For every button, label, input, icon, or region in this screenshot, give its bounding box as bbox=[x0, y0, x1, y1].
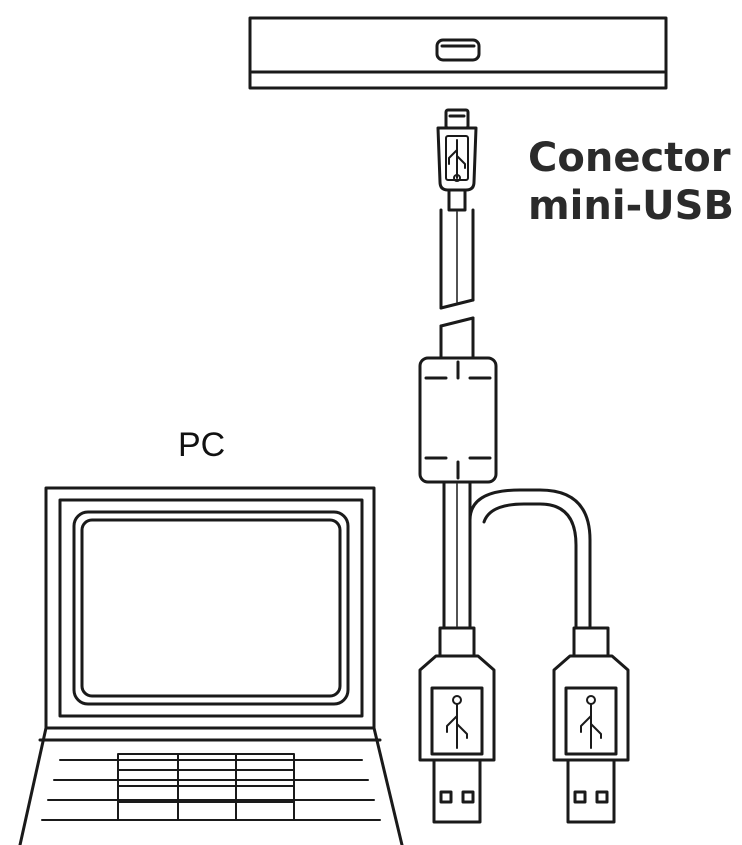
y-cable bbox=[442, 480, 592, 630]
laptop-pc bbox=[18, 486, 404, 845]
cable-upper bbox=[439, 208, 475, 360]
connector-label-line2: mini-USB bbox=[528, 183, 734, 229]
laptop-keyboard bbox=[41, 753, 381, 821]
usb-a-plug-2 bbox=[552, 626, 630, 824]
ferrite-core bbox=[418, 356, 498, 484]
connector-label: Conector mini-USB bbox=[528, 134, 734, 230]
pc-label: PC bbox=[178, 426, 226, 464]
device-body bbox=[248, 16, 668, 90]
usb-a-plug-1 bbox=[418, 626, 496, 824]
usb-trident-icon bbox=[445, 135, 469, 182]
connector-label-line1: Conector bbox=[528, 135, 731, 181]
usb-trident-icon bbox=[446, 695, 468, 749]
usb-trident-icon bbox=[580, 695, 602, 749]
mini-usb-port bbox=[435, 38, 481, 62]
mini-usb-plug bbox=[436, 108, 478, 212]
